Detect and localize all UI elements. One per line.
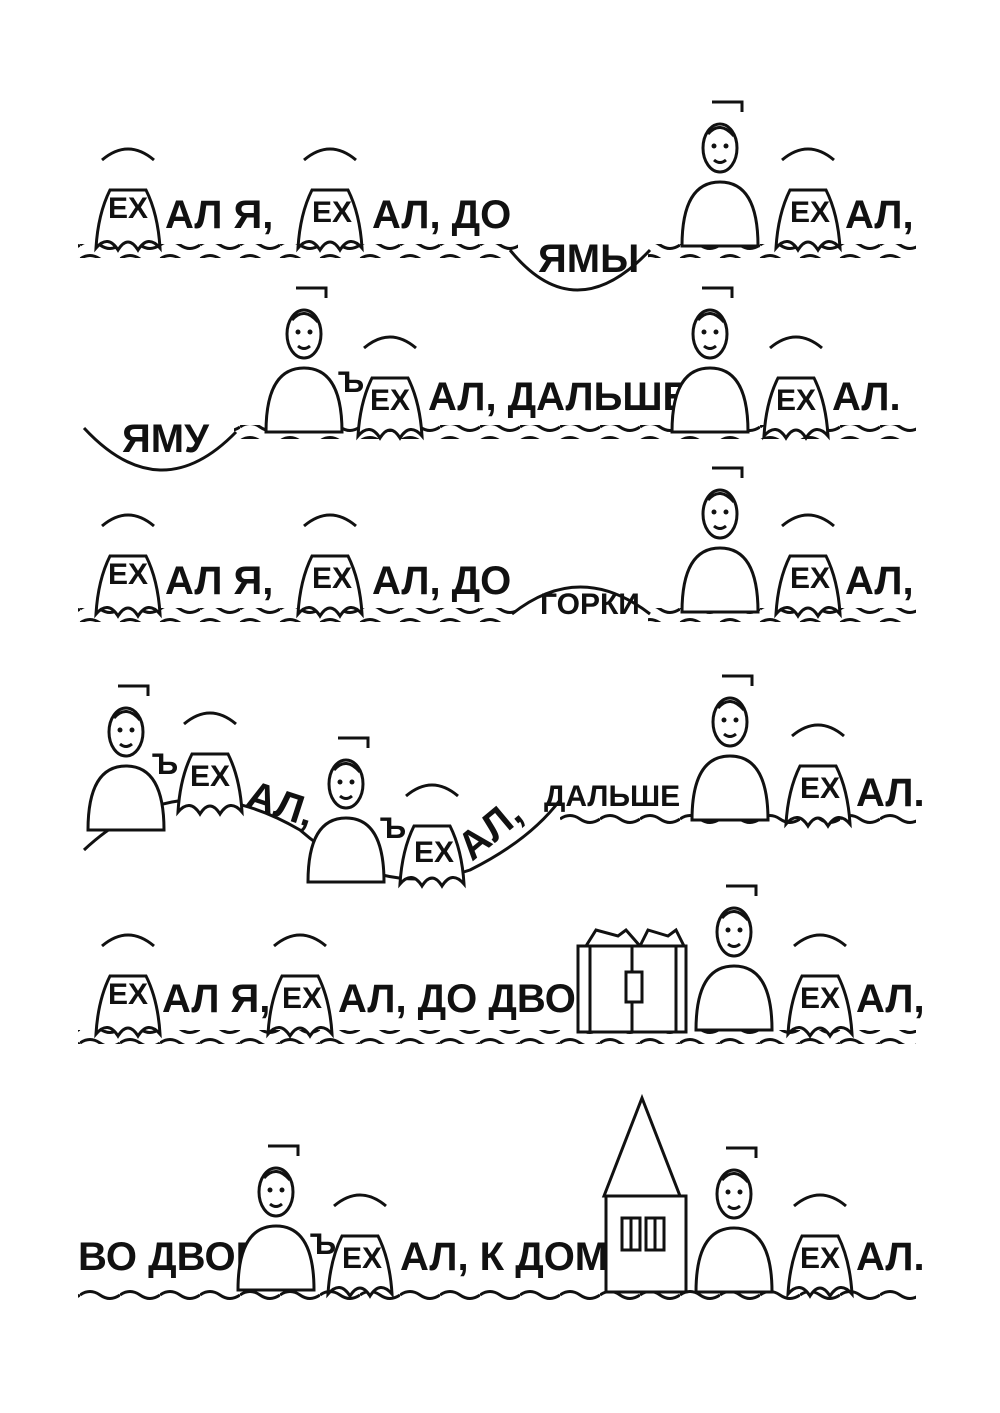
syllable: ЕХ — [800, 982, 840, 1015]
syllable: АЛ, — [856, 977, 925, 1021]
syllable: АЛ, К ДОМУ — [400, 1235, 634, 1279]
syllable: ЕХ — [342, 1242, 382, 1275]
person-icon — [694, 884, 774, 1032]
syllable: АЛ, — [845, 559, 914, 603]
ground-wave — [78, 1290, 916, 1304]
person-icon — [694, 1146, 774, 1294]
syllable: ЕХ — [108, 978, 148, 1011]
syllable: ЕХ — [414, 836, 454, 869]
gate-icon — [576, 927, 688, 1034]
ground-wave — [648, 244, 916, 258]
syllable: ЕХ — [370, 384, 410, 417]
syllable: ЕХ — [108, 192, 148, 225]
syllable: ЕХ — [776, 384, 816, 417]
hard-sign: Ъ — [310, 1228, 336, 1261]
syllable: ЕХ — [312, 562, 352, 595]
syllable: ЕХ — [800, 1242, 840, 1275]
word: ДАЛЬШЕ — [544, 780, 680, 813]
syllable: АЛ, ДО — [372, 559, 511, 603]
syllable: АЛ, ДАЛЬШЕ — [428, 375, 689, 419]
syllable: АЛ. — [832, 375, 901, 419]
line-5: ЕХ АЛ Я, ЕХ АЛ, ДО ДВОРА ЕХ АЛ, — [78, 884, 925, 1044]
person-icon — [670, 286, 750, 434]
person-icon — [680, 466, 760, 614]
syllable: ЕХ — [190, 760, 230, 793]
hard-sign: Ъ — [380, 812, 406, 845]
person-icon — [236, 1144, 316, 1292]
ground-wave — [78, 244, 518, 258]
person-icon — [306, 736, 386, 884]
person-icon — [680, 100, 760, 248]
syllable: ЕХ — [108, 558, 148, 591]
syllable: ЕХ — [312, 196, 352, 229]
syllable: АЛ, ДО — [372, 193, 511, 237]
syllable: АЛ Я, — [165, 193, 273, 237]
syllable: ЕХ — [790, 196, 830, 229]
syllable: ЕХ — [282, 982, 322, 1015]
word: ВО ДВОР — [78, 1235, 262, 1279]
syllable: ЕХ — [800, 772, 840, 805]
person-icon — [690, 674, 770, 822]
line-1: ЕХ АЛ Я, ЕХ АЛ, ДО ЯМЫ ЕХ АЛ, — [78, 100, 916, 292]
syllable: АЛ. — [856, 771, 925, 815]
syllable: АЛ, — [845, 193, 914, 237]
word-pit: ЯМЫ — [538, 237, 639, 281]
syllable: АЛ, — [241, 773, 320, 836]
word-pit: ЯМУ — [122, 417, 210, 461]
line-6: ВО ДВОР Ъ ЕХ АЛ, К ДОМУ ЕХ АЛ. — [78, 1093, 925, 1304]
line-2: ЯМУ Ъ ЕХ АЛ, ДАЛЬШЕ ЕХ АЛ. — [82, 286, 916, 472]
syllable: АЛ Я, — [165, 559, 273, 603]
word-hill: ГОРКИ — [540, 588, 640, 621]
house-icon — [601, 1093, 688, 1294]
hard-sign: Ъ — [152, 748, 178, 781]
syllable: ЕХ — [790, 562, 830, 595]
hill-curve — [511, 585, 651, 616]
line-3: ЕХ АЛ Я, ЕХ АЛ, ДО ГОРКИ ЕХ АЛ, — [78, 466, 916, 622]
syllable: АЛ Я, — [162, 977, 270, 1021]
line-4: Ъ ЕХ АЛ, Ъ ЕХ АЛ, ДАЛЬШЕ ЕХ АЛ. — [82, 674, 925, 888]
syllable: АЛ. — [856, 1235, 925, 1279]
person-icon — [264, 286, 344, 434]
pit-curve — [508, 248, 652, 292]
pit-curve — [82, 426, 238, 472]
hard-sign: Ъ — [338, 366, 364, 399]
